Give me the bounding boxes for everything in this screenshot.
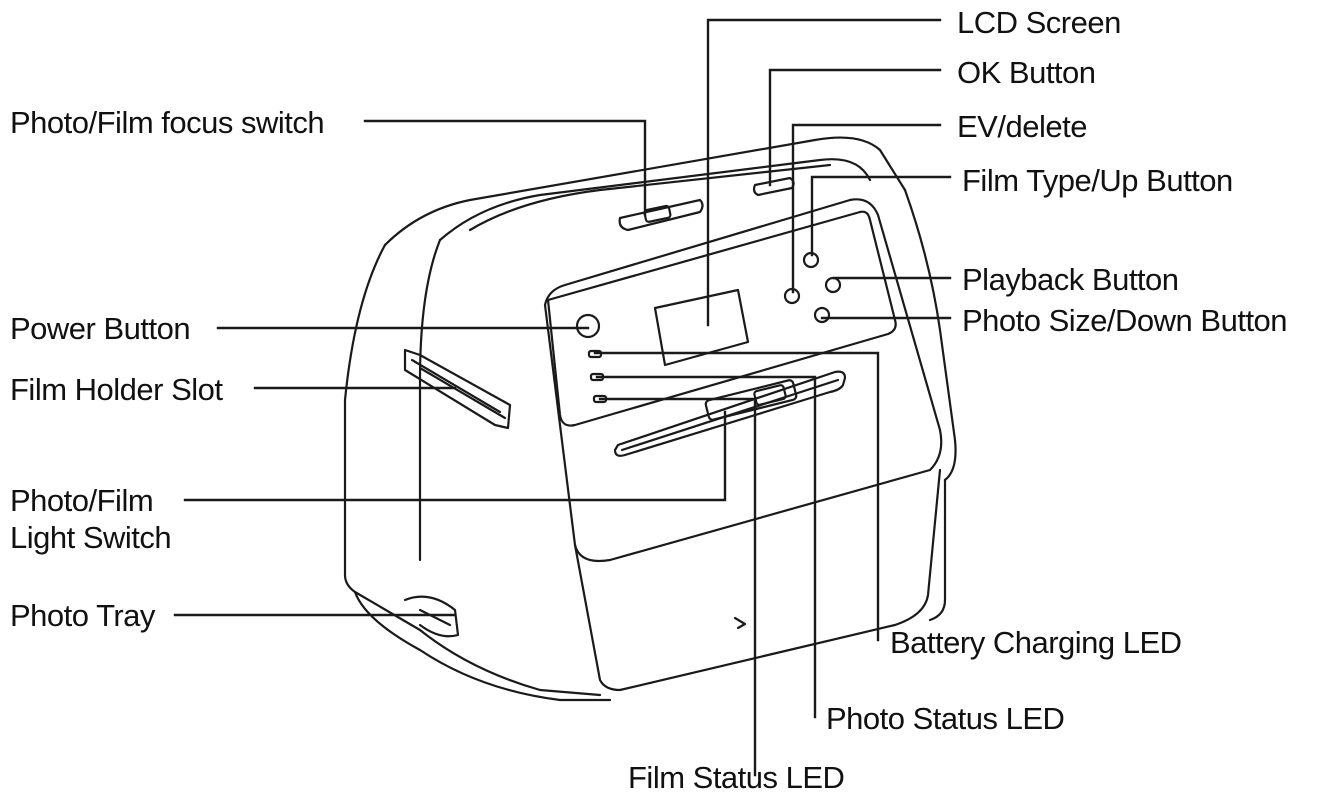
- power-button-shape: [575, 313, 601, 339]
- scanner-left-panel: [418, 238, 442, 562]
- leader-focus-switch: [363, 119, 647, 217]
- film-holder-slot-shape: [403, 348, 512, 430]
- lcd-screen-shape: [653, 288, 750, 367]
- label-photo-tray: Photo Tray: [10, 598, 155, 633]
- label-battery-led: Battery Charging LED: [890, 625, 1182, 660]
- control-panel: [546, 210, 897, 427]
- scanner-body-back: [383, 136, 907, 247]
- scanner-front-lower: [573, 468, 942, 692]
- scanner-base-curve: [418, 628, 602, 697]
- photo-tray-shape: [403, 595, 460, 638]
- label-lcd-screen: LCD Screen: [957, 5, 1121, 40]
- label-film-holder-slot: Film Holder Slot: [10, 372, 223, 407]
- scanner-base-edge: [353, 590, 612, 702]
- label-photo-status-led: Photo Status LED: [826, 701, 1065, 736]
- scanner-body-left: [343, 243, 422, 632]
- label-light-switch-line1: Photo/Film: [10, 483, 154, 518]
- label-focus-switch: Photo/Film focus switch: [10, 105, 325, 140]
- scanner-top-inner: [468, 163, 832, 232]
- label-playback: Playback Button: [962, 262, 1179, 297]
- photo-tray-slot-shape: [613, 370, 847, 457]
- playback-button-shape: [824, 276, 842, 294]
- leader-battery-led: [593, 351, 880, 642]
- photo-size-down-button-shape: [813, 306, 831, 324]
- scanner-right-lower: [928, 478, 947, 622]
- leader-film-led: [598, 397, 757, 777]
- label-ok-button: OK Button: [957, 55, 1096, 90]
- label-photo-size-down: Photo Size/Down Button: [962, 303, 1288, 338]
- leader-photo-led: [595, 375, 817, 719]
- ok-button-shape: [752, 176, 795, 197]
- leader-ev-delete: [791, 123, 942, 294]
- label-ev-delete: EV/delete: [957, 109, 1087, 144]
- scanner-right-edge: [903, 188, 957, 482]
- leader-lcd-screen: [706, 18, 942, 327]
- label-film-type-up: Film Type/Up Button: [962, 163, 1233, 198]
- label-power-button: Power Button: [10, 311, 191, 346]
- leader-film-type-up: [810, 175, 952, 257]
- scanner-front-face: [543, 198, 943, 563]
- leader-light-switch: [183, 410, 727, 502]
- label-light-switch-line2: Light Switch: [10, 520, 172, 555]
- focus-switch-shape: [618, 198, 704, 232]
- leader-ok-button: [768, 68, 942, 187]
- scanner-top-arc: [438, 158, 872, 242]
- label-film-status-led: Film Status LED: [628, 760, 845, 795]
- light-switch-shape: [704, 379, 798, 421]
